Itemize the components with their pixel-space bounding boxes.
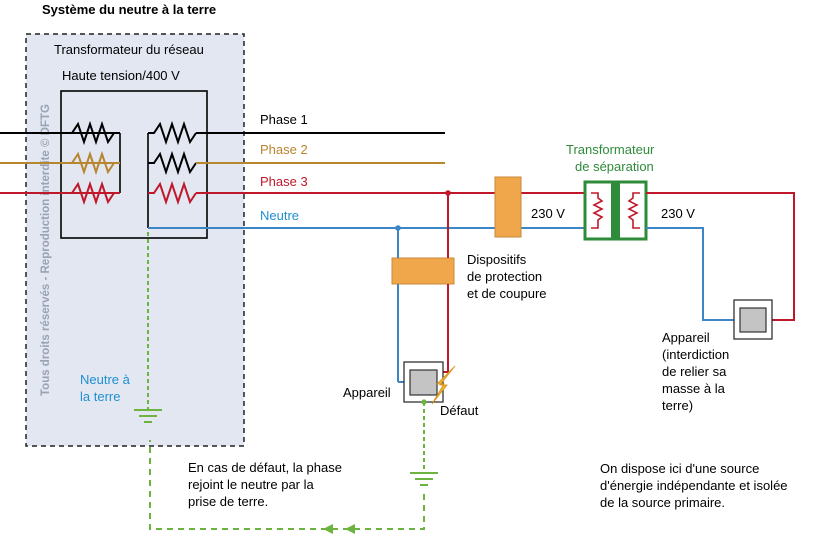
neutral-earth-label-2: la terre bbox=[80, 389, 120, 404]
appliance-right-label-3: de relier sa bbox=[662, 364, 727, 379]
protection-device-box bbox=[391, 257, 455, 285]
source-note-1: On dispose ici d'une source bbox=[600, 461, 759, 476]
secondary-coil-3 bbox=[148, 180, 197, 206]
transformer-panel bbox=[25, 33, 245, 447]
appliance-right-label-4: masse à la bbox=[662, 381, 726, 396]
protection-label-2: de protection bbox=[467, 269, 542, 284]
appliance-right-label-1: Appareil bbox=[662, 330, 710, 345]
separation-transformer-core bbox=[611, 182, 620, 239]
primary-coil-1 bbox=[71, 120, 120, 146]
earth-symbol-transformer bbox=[134, 409, 162, 423]
source-note-3: de la source primaire. bbox=[600, 495, 725, 510]
voltage-right-label: 230 V bbox=[661, 206, 695, 221]
secondary-coil-1 bbox=[148, 120, 197, 146]
phase1-label: Phase 1 bbox=[260, 112, 308, 127]
secondary-coil-2 bbox=[148, 150, 197, 176]
earth-symbol-appliance bbox=[410, 472, 438, 486]
separation-label-2: de séparation bbox=[575, 159, 654, 174]
phase3-label: Phase 3 bbox=[260, 174, 308, 189]
transformer-voltage-label: Haute tension/400 V bbox=[62, 68, 180, 83]
transformer-label: Transformateur du réseau bbox=[54, 42, 204, 57]
appliance-right-label-5: terre) bbox=[662, 398, 693, 413]
appliance-left-inner bbox=[409, 369, 438, 396]
transformer-core bbox=[60, 90, 208, 239]
fault-lightning-icon bbox=[431, 365, 456, 405]
neutral-label: Neutre bbox=[260, 208, 299, 223]
primary-coil-3 bbox=[71, 180, 120, 206]
protection-label-1: Dispositifs bbox=[467, 252, 527, 267]
protection-device-main bbox=[494, 176, 522, 238]
diagram-title: Système du neutre à la terre bbox=[42, 2, 216, 17]
fault-current-return-path bbox=[149, 440, 425, 530]
isolated-neutral-line bbox=[646, 227, 734, 321]
isolated-phase-line bbox=[646, 192, 795, 321]
source-note-2: d'énergie indépendante et isolée bbox=[600, 478, 788, 493]
appliance-right-label-2: (interdiction bbox=[662, 347, 729, 362]
primary-coil-2 bbox=[71, 150, 120, 176]
fault-label: Défaut bbox=[440, 403, 479, 418]
separation-label-1: Transformateur bbox=[566, 142, 655, 157]
protection-label-3: et de coupure bbox=[467, 286, 547, 301]
fault-note-2: rejoint le neutre par la bbox=[188, 477, 315, 492]
fault-note-3: prise de terre. bbox=[188, 494, 268, 509]
phase2-label: Phase 2 bbox=[260, 142, 308, 157]
copyright-watermark: Tous droits réservés - Reproduction inte… bbox=[40, 104, 52, 396]
neutral-earth-label-1: Neutre à bbox=[80, 372, 131, 387]
appliance-right-inner bbox=[739, 307, 767, 333]
voltage-left-label: 230 V bbox=[531, 206, 565, 221]
fault-note-1: En cas de défaut, la phase bbox=[188, 460, 342, 475]
appliance-left-label: Appareil bbox=[343, 385, 391, 400]
